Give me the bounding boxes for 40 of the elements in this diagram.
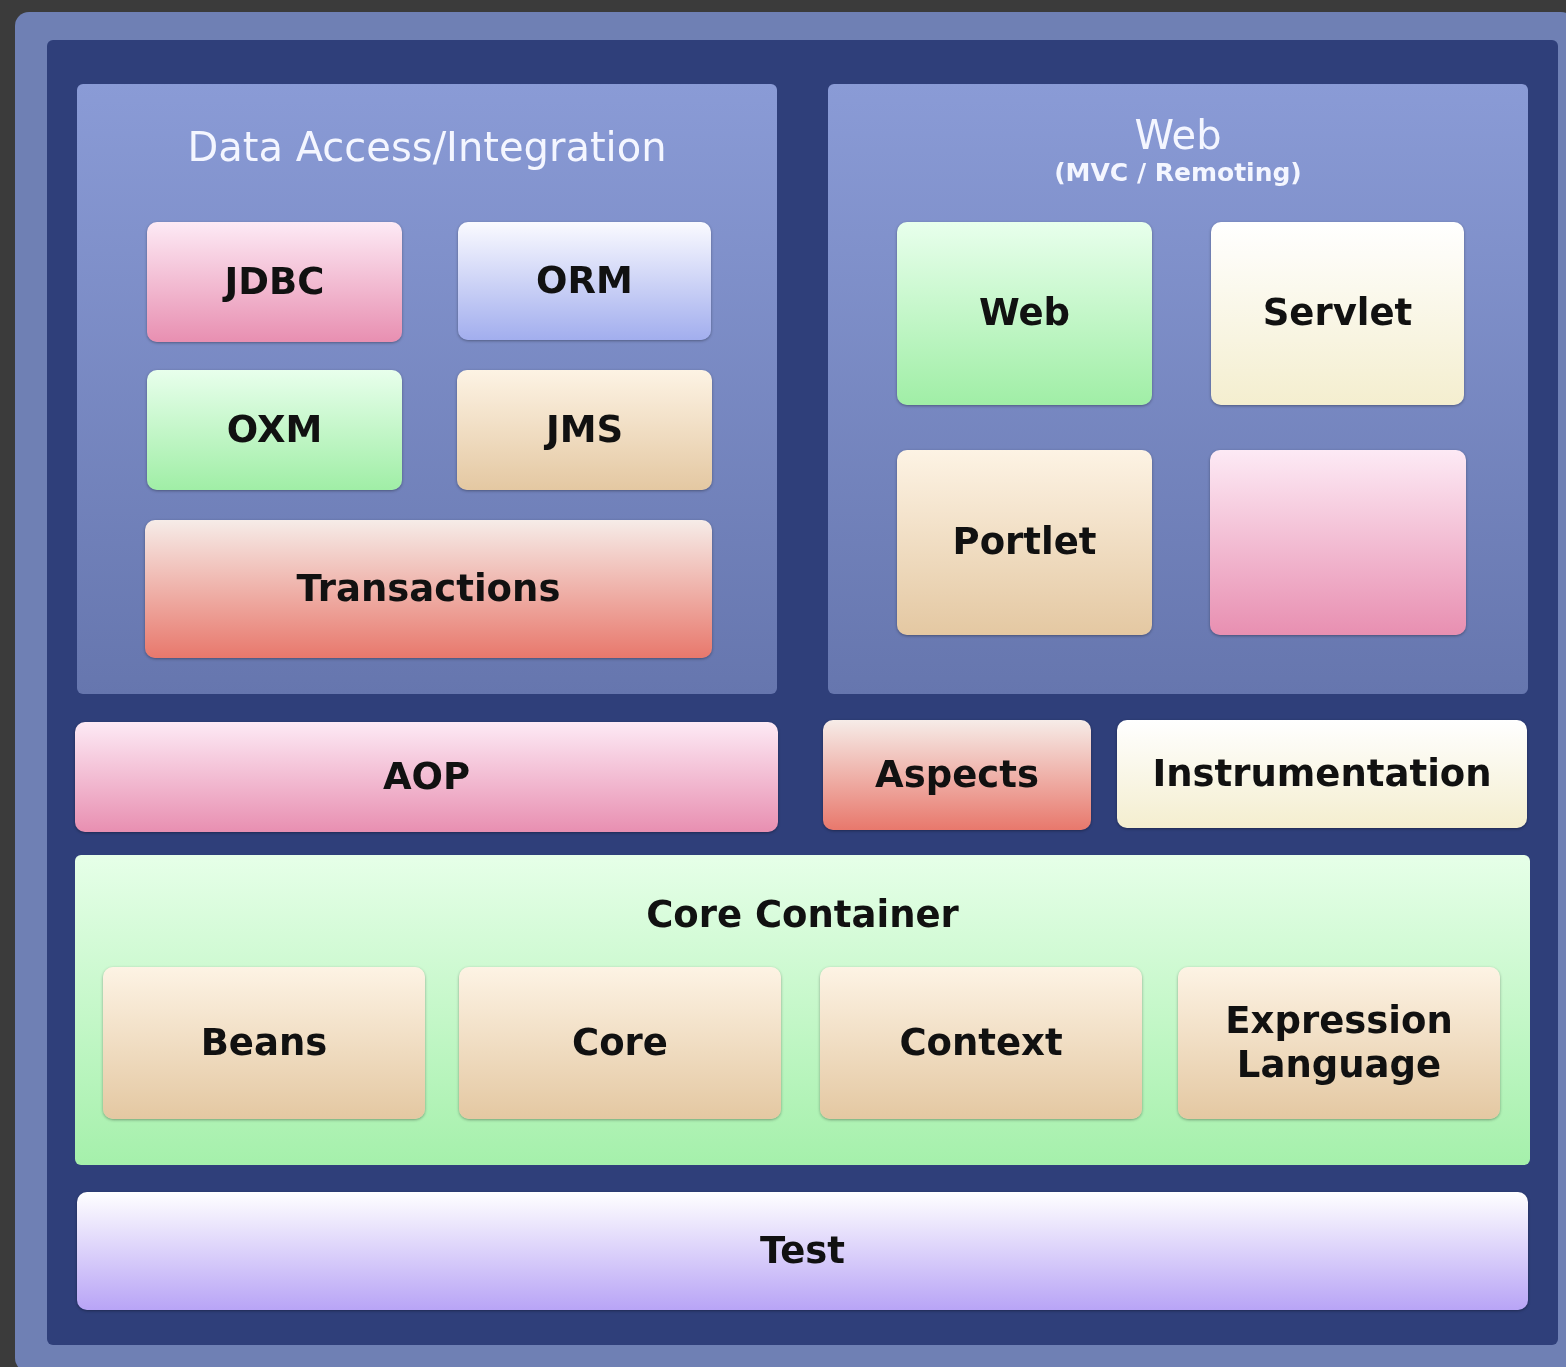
- module-box: [820, 967, 1142, 1119]
- module-box: [147, 370, 402, 490]
- group-title: Data Access/Integration: [186, 124, 668, 170]
- module-box: [1178, 967, 1500, 1119]
- module-label: Portlet: [952, 520, 1097, 565]
- module-box: [1117, 720, 1527, 828]
- module-label: ORM: [536, 258, 633, 304]
- group-panel: [828, 84, 1528, 694]
- module-label: AOP: [382, 754, 471, 800]
- module-label: Context: [899, 1020, 1063, 1066]
- module-label: JMS: [545, 407, 624, 453]
- module-box: [459, 967, 781, 1119]
- module-box: [77, 1192, 1528, 1310]
- module-box: [897, 222, 1152, 405]
- module-box: [1211, 222, 1464, 405]
- module-label: Core: [572, 1020, 668, 1066]
- module-box: [458, 222, 711, 340]
- module-label: Expression Language: [1224, 998, 1454, 1088]
- module-box: [147, 222, 402, 342]
- module-label: Beans: [200, 1020, 328, 1066]
- module-label: Test: [759, 1228, 846, 1274]
- module-box: [145, 520, 712, 658]
- module-box: [103, 967, 425, 1119]
- module-label: Servlet: [1262, 291, 1413, 336]
- module-label: OXM: [226, 407, 323, 453]
- group-title: Web: [1133, 112, 1223, 158]
- module-label: Web: [978, 291, 1071, 336]
- module-box: [75, 722, 778, 832]
- group-panel: [77, 84, 777, 694]
- module-label: Transactions: [296, 566, 561, 612]
- module-label: Instrumentation: [1152, 751, 1492, 797]
- module-box: [1210, 450, 1466, 635]
- module-label: Aspects: [875, 752, 1039, 798]
- group-subtitle: (MVC / Remoting): [1053, 158, 1303, 187]
- module-box: [457, 370, 712, 490]
- module-label: JDBC: [224, 259, 325, 305]
- group-title: Core Container: [645, 893, 960, 936]
- module-box: [897, 450, 1152, 635]
- module-box: [823, 720, 1091, 830]
- group-panel: [75, 855, 1530, 1165]
